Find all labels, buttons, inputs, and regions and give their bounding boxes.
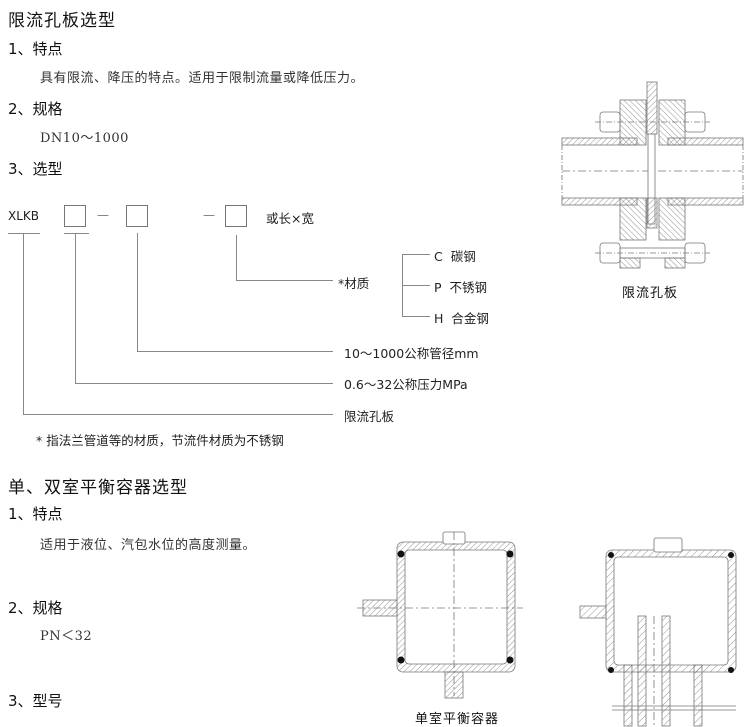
section-title-condensing-vessel: 单、双室平衡容器选型 <box>8 478 188 498</box>
code-dash: — <box>203 208 215 222</box>
spec-heading: 2、规格 <box>8 100 63 118</box>
material-name: 碳钢 <box>450 249 476 264</box>
material-option-p: P 不锈钢 <box>434 277 487 296</box>
leader-line-product <box>23 233 24 415</box>
material-code: H <box>434 311 444 326</box>
code-dash: — <box>97 208 109 222</box>
feature-text: 适用于液位、汽包水位的高度测量。 <box>40 538 257 553</box>
double-chamber-vessel-drawing <box>579 537 737 727</box>
spec-heading: 2、规格 <box>8 599 63 617</box>
leader-line-material <box>236 235 237 280</box>
select-heading: 3、选型 <box>8 160 63 178</box>
diameter-label: 10～1000公称管径mm <box>344 346 479 361</box>
feature-heading: 1、特点 <box>8 40 63 58</box>
pressure-label: 0.6～32公称压力MPa <box>344 377 468 392</box>
leader-line-diameter <box>137 233 138 351</box>
model-heading: 3、型号 <box>8 692 63 710</box>
feature-heading: 1、特点 <box>8 505 63 523</box>
prefix-underline <box>8 233 40 234</box>
product-label: 限流孔板 <box>344 409 395 424</box>
leader-line-pressure <box>75 233 76 383</box>
leader-line-pressure <box>75 383 333 384</box>
spec-text: PN＜32 <box>40 629 93 644</box>
footnote: * 指法兰管道等的材质，节流件材质为不锈钢 <box>36 433 284 448</box>
material-label: *材质 <box>338 276 370 291</box>
spec-text: DN10～1000 <box>40 131 129 146</box>
material-name: 不锈钢 <box>449 280 488 295</box>
material-option-c: C 碳钢 <box>434 246 476 265</box>
feature-text: 具有限流、降压的特点。适用于限制流量或降低压力。 <box>40 71 365 86</box>
code-box-pressure <box>64 205 86 227</box>
box-underline <box>64 233 89 234</box>
material-code: C <box>434 249 443 264</box>
section-title-orifice: 限流孔板选型 <box>8 11 116 31</box>
single-chamber-caption: 单室平衡容器 <box>415 712 500 727</box>
material-bracket <box>402 316 430 317</box>
orifice-figure-caption: 限流孔板 <box>622 286 679 301</box>
size-note: 或长×宽 <box>266 211 314 226</box>
orifice-plate-drawing <box>561 81 744 269</box>
material-code: P <box>434 280 442 295</box>
model-prefix: XLKB <box>8 209 40 223</box>
material-name: 合金钢 <box>451 311 489 326</box>
material-bracket <box>402 285 430 286</box>
leader-line-diameter <box>137 351 333 352</box>
material-bracket <box>402 254 430 255</box>
leader-line-material <box>236 280 333 281</box>
material-option-h: H 合金钢 <box>434 308 489 327</box>
leader-line-product <box>23 414 333 415</box>
single-chamber-vessel-drawing <box>357 531 523 699</box>
code-box-material <box>225 205 247 227</box>
code-box-diameter <box>126 205 148 227</box>
